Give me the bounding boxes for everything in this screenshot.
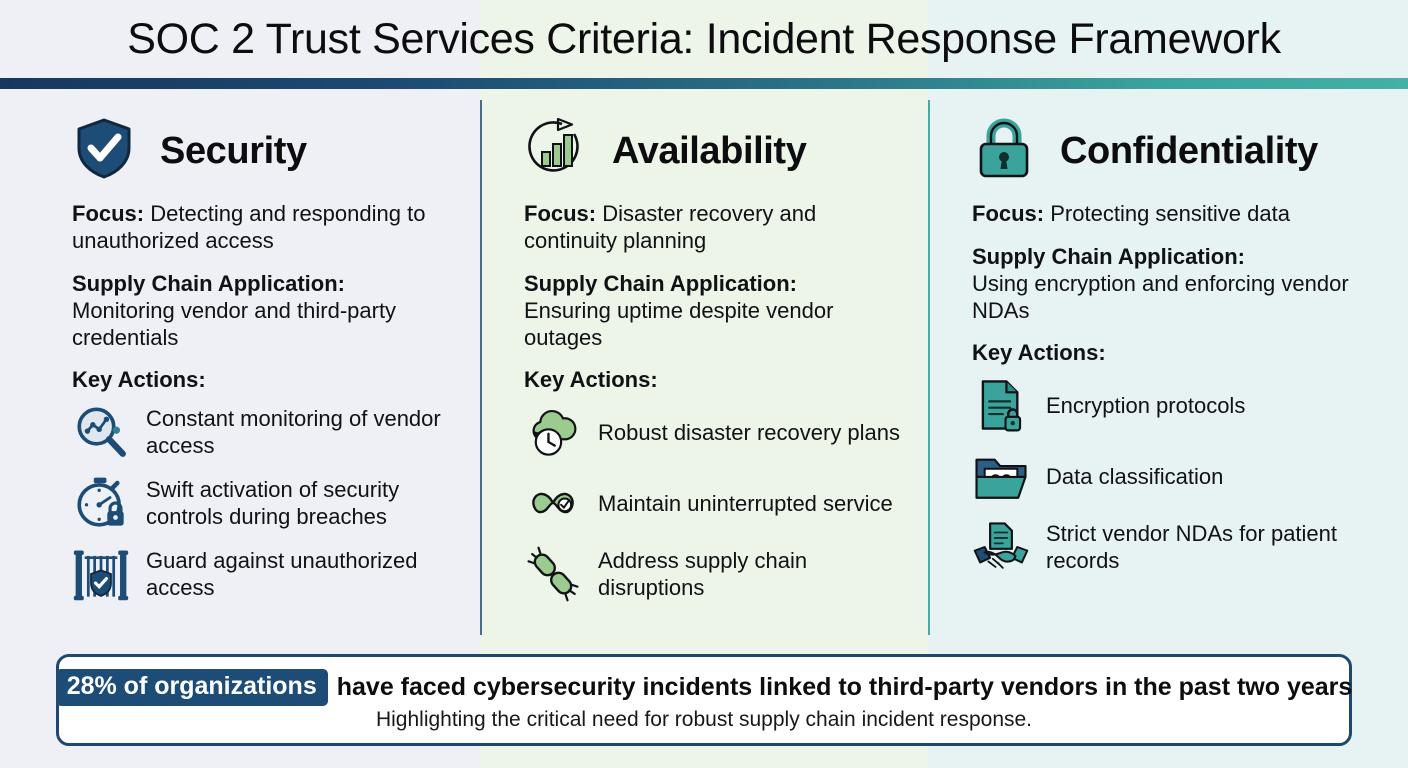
confidentiality-focus-block: Focus: Protecting sensitive data — [972, 200, 1390, 227]
folder-files-icon — [972, 447, 1030, 505]
focus-label: Focus: — [972, 201, 1045, 226]
confidentiality-action-2-text: Data classification — [1046, 463, 1224, 489]
confidentiality-action-3: Strict vendor NDAs for patient records — [972, 518, 1390, 576]
confidentiality-focus-text: Protecting sensitive data — [1050, 201, 1290, 226]
availability-supply-chain-text: Ensuring uptime despite vendor outages — [524, 298, 834, 350]
focus-label: Focus: — [524, 201, 597, 226]
document-lock-icon — [972, 376, 1030, 434]
broken-chain-icon — [524, 545, 582, 603]
confidentiality-action-3-text: Strict vendor NDAs for patient records — [1046, 521, 1338, 573]
stat-badge: 28% of organizations — [55, 668, 328, 706]
security-action-3: Guard against unauthorized access — [72, 545, 460, 603]
banner-statement: have faced cybersecurity incidents linke… — [336, 672, 1353, 701]
column-security-title: Security — [160, 129, 307, 172]
confidentiality-supply-chain-block: Supply Chain Application: Using encrypti… — [972, 243, 1390, 324]
column-availability-heading: Availability — [524, 108, 910, 194]
background-band-availability — [480, 0, 928, 768]
confidentiality-key-actions-label: Key Actions: — [972, 340, 1106, 365]
handshake-document-icon — [972, 518, 1030, 576]
availability-action-3-text: Address supply chain disruptions — [598, 548, 808, 600]
availability-focus-block: Focus: Disaster recovery and continuity … — [524, 200, 910, 254]
availability-supply-chain-block: Supply Chain Application: Ensuring uptim… — [524, 270, 910, 351]
statistic-banner: 28% of organizations have faced cybersec… — [55, 654, 1353, 746]
focus-label: Focus: — [72, 201, 145, 226]
gate-shield-icon — [72, 545, 130, 603]
header-accent-bar — [0, 78, 1408, 89]
supply-chain-label: Supply Chain Application: — [972, 244, 1245, 269]
confidentiality-action-1: Encryption protocols — [972, 376, 1390, 434]
availability-action-1-text: Robust disaster recovery plans — [598, 419, 901, 445]
availability-action-2: Maintain uninterrupted service — [524, 474, 910, 532]
supply-chain-label: Supply Chain Application: — [524, 271, 797, 296]
cloud-restore-icon — [524, 403, 582, 461]
column-security-heading: Security — [72, 108, 460, 194]
security-supply-chain-text: Monitoring vendor and third-party creden… — [72, 298, 397, 350]
column-confidentiality-heading: Confidentiality — [972, 108, 1390, 194]
banner-subtext: Highlighting the critical need for robus… — [375, 707, 1033, 731]
availability-action-2-text: Maintain uninterrupted service — [598, 490, 893, 516]
column-confidentiality: Confidentiality Focus: Protecting sensit… — [928, 100, 1408, 640]
stopwatch-lock-icon — [72, 474, 130, 532]
security-action-1: Constant monitoring of vendor access — [72, 403, 460, 461]
shield-check-icon — [72, 116, 142, 186]
confidentiality-action-1-text: Encryption protocols — [1046, 392, 1246, 418]
security-action-3-text: Guard against unauthorized access — [146, 548, 418, 600]
security-action-2-text: Swift activation of security controls du… — [146, 477, 400, 529]
security-action-2: Swift activation of security controls du… — [72, 474, 460, 532]
column-availability-title: Availability — [612, 129, 807, 172]
availability-focus-text: Disaster recovery and continuity plannin… — [524, 201, 817, 253]
uptime-chart-icon — [524, 116, 594, 186]
security-supply-chain-block: Supply Chain Application: Monitoring ven… — [72, 270, 460, 351]
page-header: SOC 2 Trust Services Criteria: Incident … — [0, 0, 1408, 78]
security-key-actions-label: Key Actions: — [72, 367, 206, 392]
availability-key-actions-label: Key Actions: — [524, 367, 658, 392]
page-title: SOC 2 Trust Services Criteria: Incident … — [127, 14, 1281, 63]
infinity-check-icon — [524, 474, 582, 532]
padlock-icon — [972, 116, 1042, 186]
availability-action-1: Robust disaster recovery plans — [524, 403, 910, 461]
security-action-1-text: Constant monitoring of vendor access — [146, 406, 441, 458]
security-focus-block: Focus: Detecting and responding to unaut… — [72, 200, 460, 254]
column-confidentiality-title: Confidentiality — [1060, 129, 1318, 172]
criteria-columns: Security Focus: Detecting and responding… — [0, 100, 1408, 640]
availability-action-3: Address supply chain disruptions — [524, 545, 910, 603]
confidentiality-action-2: Data classification — [972, 447, 1390, 505]
magnifier-analytics-icon — [72, 403, 130, 461]
banner-headline: 28% of organizations have faced cybersec… — [55, 668, 1353, 706]
column-security: Security Focus: Detecting and responding… — [0, 100, 480, 640]
supply-chain-label: Supply Chain Application: — [72, 271, 345, 296]
column-availability: Availability Focus: Disaster recovery an… — [480, 100, 928, 640]
confidentiality-supply-chain-text: Using encryption and enforcing vendor ND… — [972, 271, 1349, 323]
security-focus-text: Detecting and responding to unauthorized… — [72, 201, 426, 253]
